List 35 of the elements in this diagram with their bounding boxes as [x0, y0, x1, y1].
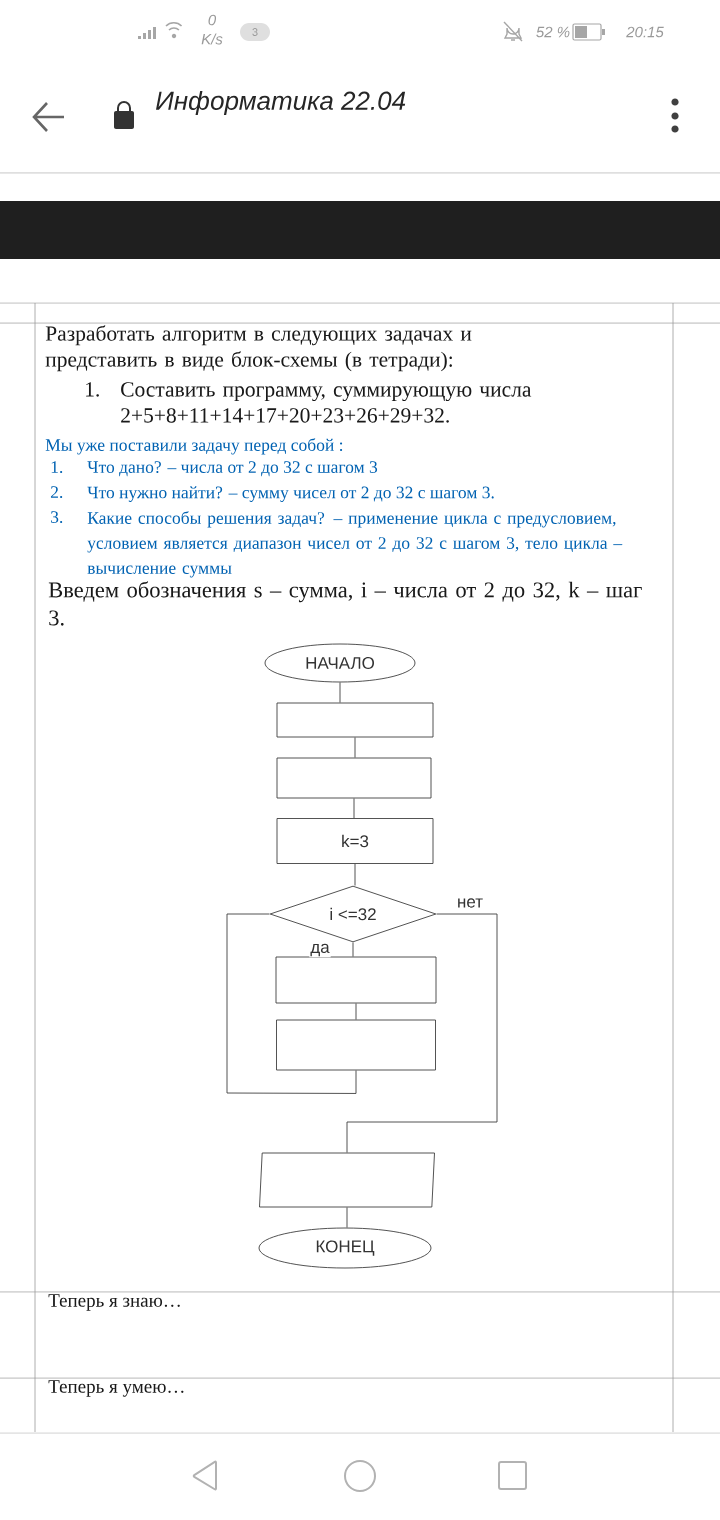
connector-line [353, 798, 355, 819]
battery-percent: 52 % [536, 26, 570, 38]
task-item: Составить программу, суммирующую числа 2+5+8+11+14+17+20+23+26+29+32. [121, 382, 532, 423]
process-box: k=3 [276, 818, 434, 864]
list-number: 1. [86, 382, 99, 397]
list-number: 2. [50, 486, 63, 499]
connector-line [354, 863, 356, 886]
page-title: Информатика 22.04 [156, 90, 406, 116]
connector-line [355, 1003, 357, 1020]
list-number: 1. [51, 461, 63, 473]
row-text: Теперь я умею… [48, 1380, 184, 1397]
notation-text: Введем обозначения s – сумма, i – числа от 2 до 32, k – шаг 3. [48, 581, 642, 626]
io-parallelogram [259, 1152, 435, 1208]
row-text: Теперь я знаю… [48, 1294, 180, 1311]
process-box [276, 702, 434, 738]
process-box [276, 757, 432, 799]
connector-line [352, 942, 354, 957]
note-heading: Мы уже поставили задачу перед собой : [45, 438, 343, 455]
list-number: 3. [51, 511, 63, 524]
note-item: Какие способы решения задач? – применение цикла с предусловием, условием является диапазон чисел от 2 до 32 с шагом 3, тело цикла – вычисление суммы [87, 511, 623, 578]
note-item: Что нужно найти? – сумму чисел от 2 до 32 с шагом 3. [87, 486, 494, 502]
notification-count: 3 [240, 23, 270, 41]
process-box [275, 956, 437, 1004]
edge-label: нет [455, 897, 485, 909]
connector-line [226, 913, 357, 1094]
connector-line [346, 1207, 348, 1228]
note-item: Что дано? – числа от 2 до 32 с шагом 3 [87, 461, 378, 477]
process-box [276, 1019, 436, 1071]
speed-text: 0 [208, 14, 217, 26]
connector-line [346, 913, 498, 1153]
connector-line [354, 737, 356, 758]
speed-unit: K/s [201, 33, 223, 45]
task-text: Разработать алгоритм в следующих задачах и представить в виде блок-схемы (в тетради): [45, 325, 472, 372]
clock-time: 20:15 [626, 26, 664, 38]
connector-line [339, 682, 341, 703]
